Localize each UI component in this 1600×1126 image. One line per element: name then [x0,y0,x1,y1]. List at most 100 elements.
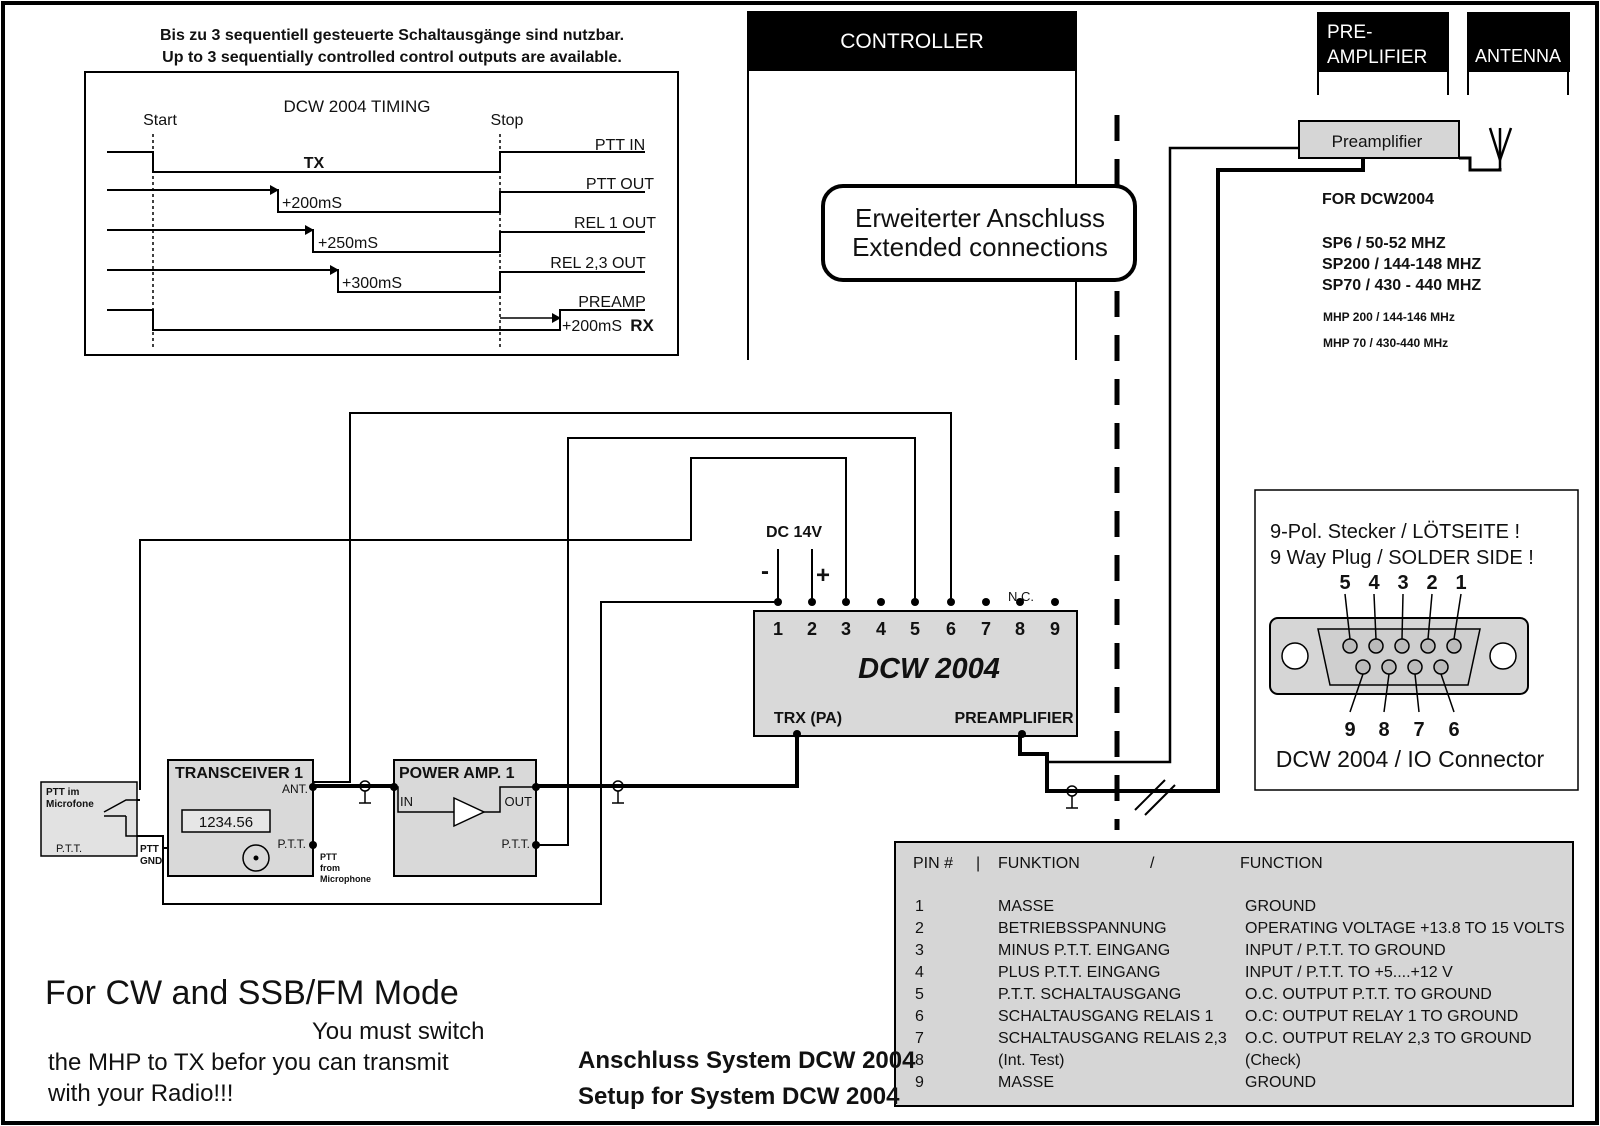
controller-column: CONTROLLER [747,11,1077,360]
transceiver-ptt-terminal [309,841,317,849]
preamp-label: PREAMP [578,294,646,311]
dcw2004-box [753,610,1078,737]
ptt-from-mic-3: Microphone [320,874,371,884]
pin-table-row-8-de: (Int. Test) [998,1052,1064,1069]
cable-break-mark-1 [1134,779,1166,811]
mode-note-title: For CW and SSB/FM Mode [45,974,459,1012]
rx-label: RX [630,316,654,335]
power-amp-unit: POWER AMP. 1 IN OUT P.T.T. [390,759,540,877]
antenna-label: ANTENNA [1475,46,1561,66]
dcw-pin-9: 9 [1050,619,1060,639]
dsub-pin-2 [1420,638,1436,654]
pin-table-header-function: FUNCTION [1240,855,1323,872]
pin-table-row-3-de: MINUS P.T.T. EINGANG [998,942,1170,959]
power-amp-ptt-label: P.T.T. [502,837,530,851]
preamp-for-label: FOR DCW2004 [1322,191,1434,208]
mic-gnd-link [137,835,168,849]
pin-table-header-funktion: FUNKTION [998,855,1080,872]
dcw-pin-6: 6 [946,619,956,639]
mic-switch-contact [103,799,137,813]
microphone-box [40,781,138,857]
leader-pin-4 [1373,593,1377,640]
pin-table-row-4-pin: 4 [915,964,924,981]
ptt-gnd-label-2: GND [140,856,162,867]
pin-9-terminal [1051,598,1059,606]
pin-table-header-pin: PIN # [913,855,953,872]
transceiver-display [181,809,271,833]
conn-pin-label-7: 7 [1413,719,1424,741]
conn-pin-label-8: 8 [1378,719,1389,741]
leader-pin-2 [1427,593,1433,640]
pin-table-row-8-pin: 8 [915,1052,924,1069]
pin-table-row-5-en: O.C. OUTPUT P.T.T. TO GROUND [1245,986,1492,1003]
dcw2004-title: DCW 2004 [858,653,1000,685]
power-amp-out-label: OUT [505,794,533,809]
pin-table-row-5-de: P.T.T. SCHALTAUSGANG [998,986,1181,1003]
ptt-from-mic-1: PTT [320,852,338,862]
pin-table-row-2-de: BETRIEBSSPANNUNG [998,920,1167,937]
delay-300ms-label: +300mS [342,275,402,292]
dsub-face [1317,628,1481,686]
mic-label-2: Microfone [46,799,94,810]
microphone-switch: PTT im Microfone P.T.T. PTT GND [40,781,162,867]
coax-ground-symbols [359,780,1078,809]
extended-connections-callout: Erweiterter Anschluss Extended connectio… [821,184,1137,282]
pin-table-row-1-en: GROUND [1245,898,1316,915]
pin-table-row-2-pin: 2 [915,920,924,937]
pin-table-row-6-de: SCHALTAUSGANG RELAIS 1 [998,1008,1214,1025]
nc-label: N.C. [1008,589,1034,604]
transceiver-title: TRANSCEIVER 1 [175,765,303,782]
pin-table-header-sep: | [976,855,980,872]
wire-pin3-mic-ptt [139,457,847,790]
mode-note: For CW and SSB/FM Mode You must switch t… [45,974,485,1107]
pin-table-row-3-en: INPUT / P.T.T. TO GROUND [1245,942,1446,959]
extended-line-de: Erweiterter Anschluss [855,203,1105,233]
dsub-pin-8 [1381,659,1397,675]
delay-250ms-label: +250mS [318,235,378,252]
pin-table-frame [894,841,1574,1107]
transceiver-ptt-label: P.T.T. [278,837,306,851]
preamp-mhp70: MHP 70 / 430-440 MHz [1323,336,1448,350]
preamp-model-sp70: SP70 / 430 - 440 MHZ [1322,277,1481,294]
pin-table-row-8-en: (Check) [1245,1052,1301,1069]
preamplifier-block: Preamplifier FOR DCW2004 SP6 / 50-52 MHZ… [1298,120,1481,350]
dsub-pin-4 [1368,638,1384,654]
pin-table-row-9-en: GROUND [1245,1074,1316,1091]
leader-pin-9 [1349,673,1364,713]
antenna-column: ANTENNA [1467,12,1570,95]
conn-pin-label-9: 9 [1344,719,1355,741]
ptt-in-trace [107,151,645,173]
dsub-pin-6 [1433,659,1449,675]
header-line-en: Up to 3 sequentially controlled control … [162,49,622,66]
leader-pin-3 [1401,593,1404,640]
conn-pin-label-4: 4 [1368,572,1380,594]
timing-frame [84,71,679,356]
preamplifier-label-2: AMPLIFIER [1327,47,1427,68]
preamplifier-box [1298,120,1460,159]
preamplifier-column: PRE- AMPLIFIER [1317,12,1449,95]
preamp-arrow [552,313,561,323]
transceiver-unit: TRANSCEIVER 1 ANT. P.T.T. 1234.56 [167,759,317,877]
dcw-pin-3: 3 [841,619,851,639]
conn-pin-label-5: 5 [1339,572,1350,594]
dsub-mount-hole-left [1281,642,1309,670]
preamplifier-box-label: Preamplifier [1332,132,1423,151]
mic-ptt-label: P.T.T. [56,843,82,855]
coax-pa-to-dcw [536,734,799,788]
rel1-out-trace [107,229,645,253]
dcw-preamp-label: PREAMPLIFIER [954,710,1074,727]
pin-table-row-4-en: INPUT / P.T.T. TO +5....+12 V [1245,964,1453,981]
leader-pin-7 [1414,673,1420,713]
pin-table-row-4-de: PLUS P.T.T. EINGANG [998,964,1160,981]
leader-pin-5 [1344,593,1351,640]
wire-pin6-transceiver-ant [313,412,952,783]
pin-table-row-7-en: O.C. OUTPUT RELAY 2,3 TO GROUND [1245,1030,1532,1047]
extended-line-en: Extended connections [852,232,1108,262]
controller-label: CONTROLLER [840,30,984,53]
leader-pin-1 [1453,593,1462,640]
pin-function-table: PIN # | FUNKTION / FUNCTION 1 MASSE GROU… [894,841,1574,1107]
mode-note-line-2: the MHP to TX befor you can transmit [48,1049,449,1076]
dcw-preamp-terminal [1018,730,1026,738]
